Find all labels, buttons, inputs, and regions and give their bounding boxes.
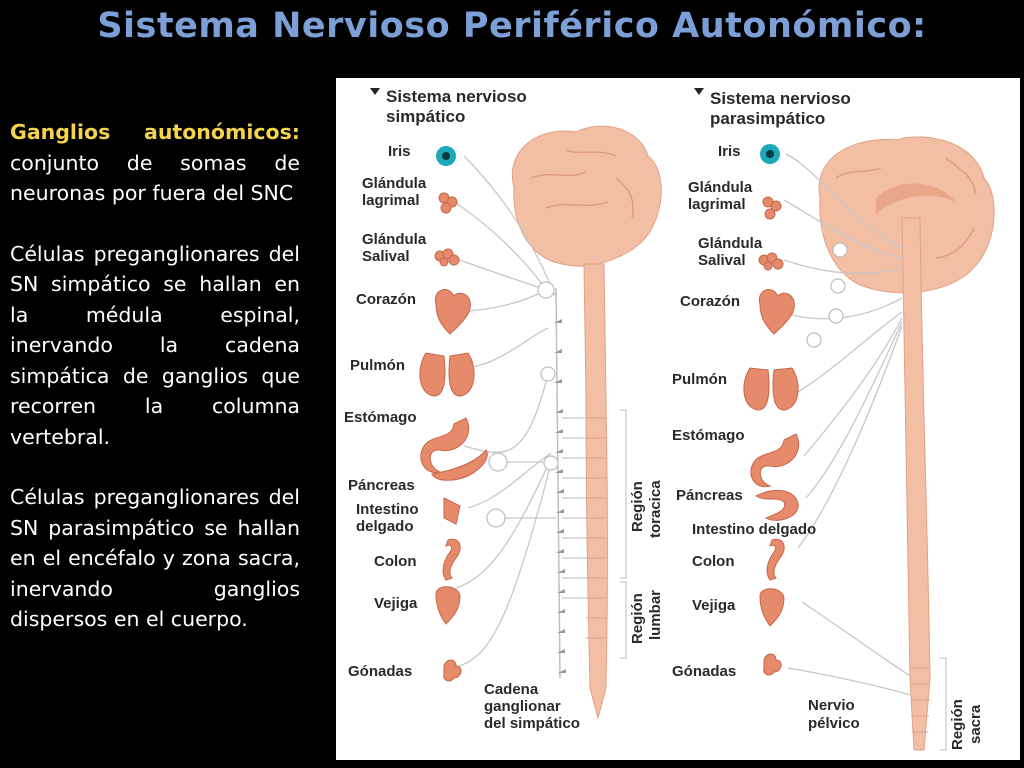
label-gonads-right: Gónadas (672, 663, 736, 680)
label-heart-left: Corazón (356, 291, 416, 308)
parasympathetic-lacrimal-organ (762, 196, 782, 220)
label-stomach-left: Estómago (344, 409, 417, 426)
sympathetic-header-sub: simpático (386, 107, 465, 126)
label-sacral-2: sacra (967, 704, 984, 744)
label-salivary-right-sub: Salival (698, 252, 746, 269)
description-panel: Ganglios autonómicos: conjunto de somas … (10, 117, 300, 665)
sympathetic-system: Sistema nervioso simpático Iris Glándula… (344, 87, 664, 732)
label-pancreas-left: Páncreas (348, 477, 415, 494)
label-chain: Cadena (484, 681, 539, 698)
sympathetic-pancreas-organ (431, 449, 488, 481)
parasympathetic-nerves (783, 153, 915, 697)
sympathetic-bladder-organ (435, 586, 461, 625)
label-lacrimal-left-sub: lagrimal (362, 192, 420, 209)
parasympathetic-heart-organ (758, 289, 795, 335)
parasympathetic-system: Sistema nervioso parasimpático Iris Glán… (672, 88, 995, 751)
label-colon-left: Colon (374, 553, 417, 570)
paragraph-ganglios: Ganglios autonómicos: conjunto de somas … (10, 117, 300, 209)
label-lacrimal-right-sub: lagrimal (688, 196, 746, 213)
diagram-svg: Sistema nervioso simpático Iris Glándula… (344, 87, 995, 751)
label-colon-right: Colon (692, 553, 735, 570)
label-lacrimal-right: Glándula (688, 179, 753, 196)
parasympathetic-salivary-organ (758, 252, 784, 271)
sympathetic-spinal-cord (583, 263, 608, 720)
sympathetic-lacrimal-organ (438, 192, 458, 214)
paragraph-sympathetic: Células preganglionares del SN simpático… (10, 241, 300, 449)
sympathetic-gonads-organ (443, 659, 462, 682)
label-thoracic-2: toracica (647, 480, 664, 538)
label-sacral: Región (949, 699, 966, 750)
autonomic-diagram: Sistema nervioso simpático Iris Glándula… (336, 78, 1020, 760)
parasympathetic-spinal-cord (901, 217, 931, 751)
label-pelvic-nerve-2: pélvico (808, 715, 860, 732)
label-lumbar: Región (629, 593, 646, 644)
label-iris-right: Iris (718, 143, 741, 160)
label-lumbar-2: lumbar (647, 590, 664, 640)
slide-title: Sistema Nervioso Periférico Autonómico: (97, 6, 927, 46)
label-chain-3: del simpático (484, 715, 580, 732)
parasympathetic-header: Sistema nervioso (710, 89, 851, 108)
label-heart-right: Corazón (680, 293, 740, 310)
label-pancreas-right: Páncreas (676, 487, 743, 504)
parasympathetic-stomach-organ (750, 433, 800, 488)
parasympathetic-pancreas-organ (754, 489, 799, 521)
sympathetic-brain (511, 125, 662, 267)
sympathetic-stomach-organ (420, 417, 470, 474)
parasympathetic-ganglia (806, 242, 848, 348)
sympathetic-chain (554, 287, 586, 679)
sympathetic-lung-organ (419, 352, 475, 397)
ganglios-term: Ganglios autonómicos: (10, 120, 300, 144)
label-lacrimal-left: Glándula (362, 175, 427, 192)
sympathetic-colon-organ (442, 538, 461, 581)
ganglios-definition: conjunto de somas de neuronas por fuera … (10, 150, 300, 206)
label-salivary-right: Glándula (698, 235, 763, 252)
label-salivary-left-sub: Salival (362, 248, 410, 265)
parasympathetic-colon-organ (766, 538, 785, 581)
paragraph-parasympathetic: Células preganglionares del SN parasimpá… (10, 485, 300, 631)
label-lung-left: Pulmón (350, 357, 405, 374)
sympathetic-intestine-organ (443, 497, 461, 525)
label-gonads-left: Gónadas (348, 663, 412, 680)
label-iris-left: Iris (388, 143, 411, 160)
label-pelvic-nerve: Nervio (808, 697, 855, 714)
parasympathetic-bladder-organ (759, 588, 785, 627)
label-bladder-right: Vejiga (692, 597, 736, 614)
label-bladder-left: Vejiga (374, 595, 418, 612)
parasympathetic-lung-organ (743, 367, 799, 411)
label-intestine-right: Intestino delgado (692, 521, 816, 538)
sympathetic-salivary-organ (434, 248, 460, 267)
sympathetic-header: Sistema nervioso (386, 87, 527, 106)
label-salivary-left: Glándula (362, 231, 427, 248)
label-lung-right: Pulmón (672, 371, 727, 388)
sympathetic-heart-organ (434, 289, 471, 335)
sympathetic-ganglia (486, 281, 559, 528)
parasympathetic-gonads-organ (763, 653, 782, 676)
label-stomach-right: Estómago (672, 427, 745, 444)
label-chain-2: ganglionar (484, 698, 561, 715)
label-intestine-left-sub: delgado (356, 518, 414, 535)
label-intestine-left: Intestino (356, 501, 419, 518)
parasympathetic-header-sub: parasimpático (710, 109, 825, 128)
label-thoracic: Región (629, 481, 646, 532)
